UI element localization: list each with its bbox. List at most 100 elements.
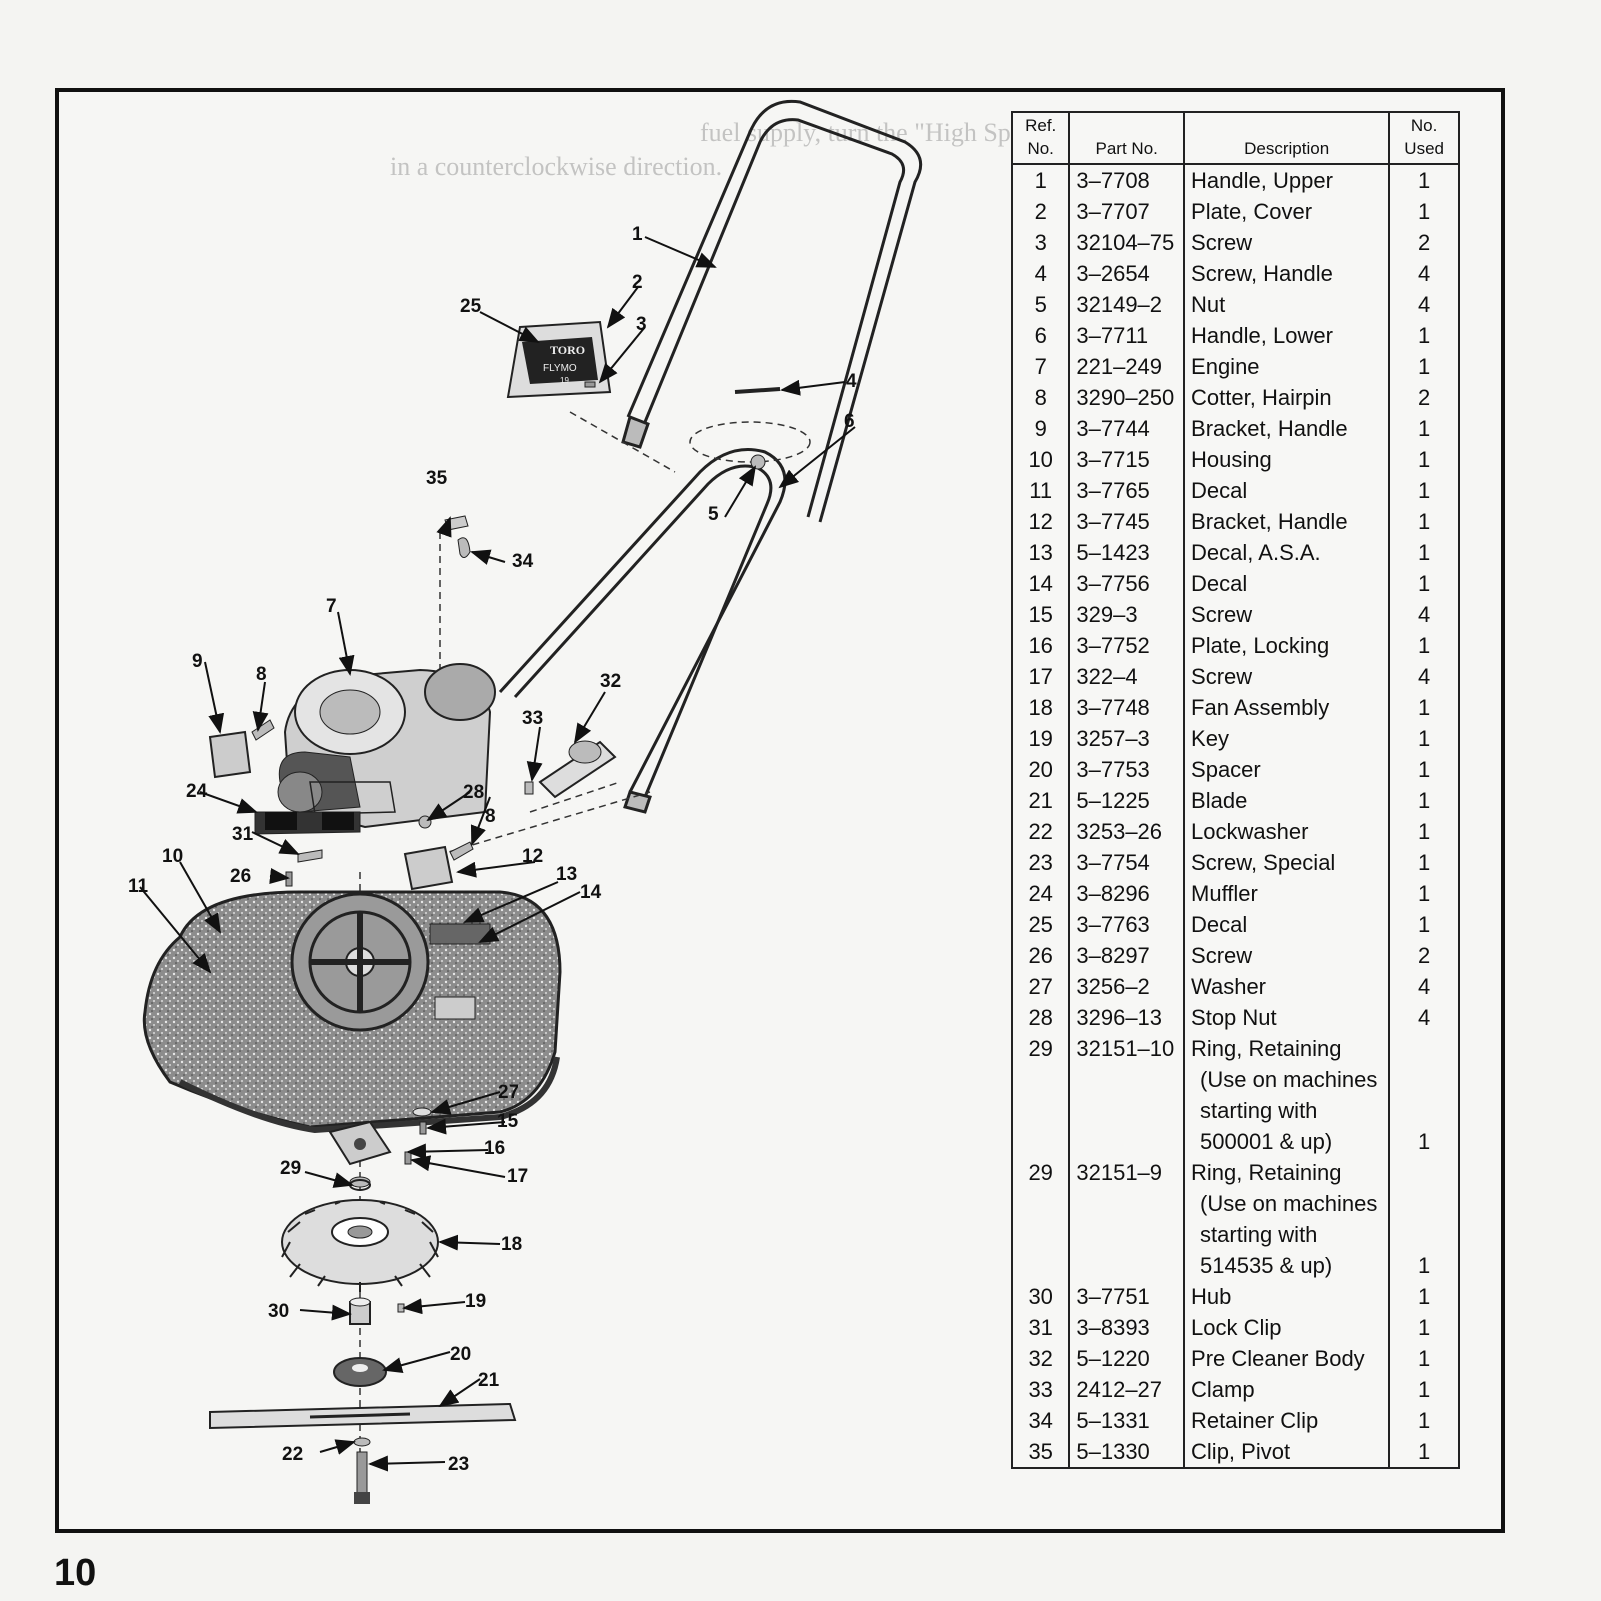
- retainer-clip: [457, 537, 471, 558]
- callout-11: 11: [128, 876, 149, 897]
- callout-23: 23: [448, 1454, 469, 1475]
- ref-no-cell: 32: [1010, 1342, 1071, 1374]
- description-text: Ring, Retaining: [1191, 1159, 1342, 1185]
- description-text: Decal, A.S.A.: [1191, 539, 1321, 565]
- callout-28: 28: [463, 782, 484, 803]
- ref-no-cell: 23: [1010, 846, 1071, 878]
- description-text: Muffler: [1191, 880, 1258, 906]
- part-no-cell: 2412–27: [1068, 1373, 1186, 1405]
- no-used-cell: 1: [1388, 908, 1460, 940]
- ref-no-cell: 34: [1010, 1404, 1071, 1436]
- ref-no-cell: 7: [1010, 350, 1071, 382]
- description-cell: Pre Cleaner Body: [1183, 1342, 1391, 1374]
- description-cell: Bracket, Handle: [1183, 505, 1391, 537]
- screw-17: [404, 1151, 412, 1165]
- handle-bracket-12: [403, 845, 454, 891]
- part-no-cell: 32151–10: [1068, 1032, 1186, 1157]
- description-cell: Clamp: [1183, 1373, 1391, 1405]
- description-cell: Decal, A.S.A.: [1183, 536, 1391, 568]
- part-no-cell: 3290–250: [1068, 381, 1186, 413]
- header-ref-no: Ref. No.: [1010, 111, 1071, 165]
- callout-21: 21: [478, 1370, 500, 1391]
- description-cell: Handle, Upper: [1183, 163, 1391, 196]
- ref-no-cell: 35: [1010, 1435, 1071, 1468]
- description-cell: Decal: [1183, 908, 1391, 940]
- callout-10: 10: [162, 846, 183, 867]
- header-part-no: Part No.: [1068, 111, 1186, 165]
- upper-handle: [621, 99, 923, 523]
- special-screw: [354, 1451, 370, 1504]
- lockwasher: [353, 1437, 371, 1447]
- no-used-cell: 1: [1388, 815, 1460, 847]
- callout-6: 6: [844, 411, 855, 432]
- part-no-cell: 3256–2: [1068, 970, 1186, 1002]
- washer: [412, 1107, 432, 1117]
- description-text: Screw: [1191, 942, 1253, 968]
- ref-no-cell: 20: [1010, 753, 1071, 785]
- callout-9: 9: [192, 651, 203, 672]
- no-used-cell: 4: [1388, 288, 1460, 320]
- description-cell: Decal: [1183, 474, 1391, 506]
- no-used-cell: 1: [1388, 629, 1460, 661]
- no-used-cell: 1: [1388, 567, 1460, 599]
- description-text: Washer: [1191, 973, 1267, 999]
- description-text: Screw: [1191, 601, 1253, 627]
- ref-no-cell: 3: [1010, 226, 1071, 258]
- no-used-cell: 1: [1388, 846, 1460, 878]
- part-no-cell: 5–1220: [1068, 1342, 1186, 1374]
- description-text: Engine: [1191, 353, 1260, 379]
- part-no-cell: 3–7754: [1068, 846, 1186, 878]
- ref-no-cell: 21: [1010, 784, 1071, 816]
- ref-no-cell: 5: [1010, 288, 1071, 320]
- ref-no-cell: 29: [1010, 1032, 1071, 1157]
- description-text: Screw: [1191, 663, 1253, 689]
- description-cell: Plate, Cover: [1183, 195, 1391, 227]
- callout-29: 29: [280, 1158, 301, 1179]
- exploded-parts-diagram: TORO FLYMO 19: [128, 99, 923, 1504]
- callout-27: 27: [498, 1082, 519, 1103]
- description-cell: Lock Clip: [1183, 1311, 1391, 1343]
- ref-no-cell: 4: [1010, 257, 1071, 289]
- part-no-cell: 32104–75: [1068, 226, 1186, 258]
- description-cell: Bracket, Handle: [1183, 412, 1391, 444]
- no-used-cell: 1: [1388, 1280, 1460, 1312]
- no-used-cell: 2: [1388, 381, 1460, 413]
- description-note: 514535 & up): [1200, 1252, 1333, 1278]
- description-text: Bracket, Handle: [1191, 508, 1348, 534]
- part-no-cell: 3–7751: [1068, 1280, 1186, 1312]
- no-used-cell: 1: [1388, 163, 1460, 196]
- no-used-cell: 4: [1388, 970, 1460, 1002]
- ref-no-cell: 30: [1010, 1280, 1071, 1312]
- callout-17: 17: [507, 1166, 528, 1187]
- description-cell: Screw, Special: [1183, 846, 1391, 878]
- part-no-cell: 3–7763: [1068, 908, 1186, 940]
- description-text: Decal: [1191, 570, 1248, 596]
- part-no-cell: 3–7715: [1068, 443, 1186, 475]
- no-used-cell: 2: [1388, 939, 1460, 971]
- description-text: Retainer Clip: [1191, 1407, 1319, 1433]
- callout-8b: 8: [485, 806, 496, 827]
- no-used-cell: 1: [1388, 443, 1460, 475]
- header-no-used: No. Used: [1388, 111, 1460, 165]
- parts-list-table: Ref. No. Part No. Description No. Used 1…: [1010, 111, 1460, 1469]
- description-text: Lockwasher: [1191, 818, 1309, 844]
- description-cell: Screw: [1183, 226, 1391, 258]
- housing: [142, 890, 562, 1134]
